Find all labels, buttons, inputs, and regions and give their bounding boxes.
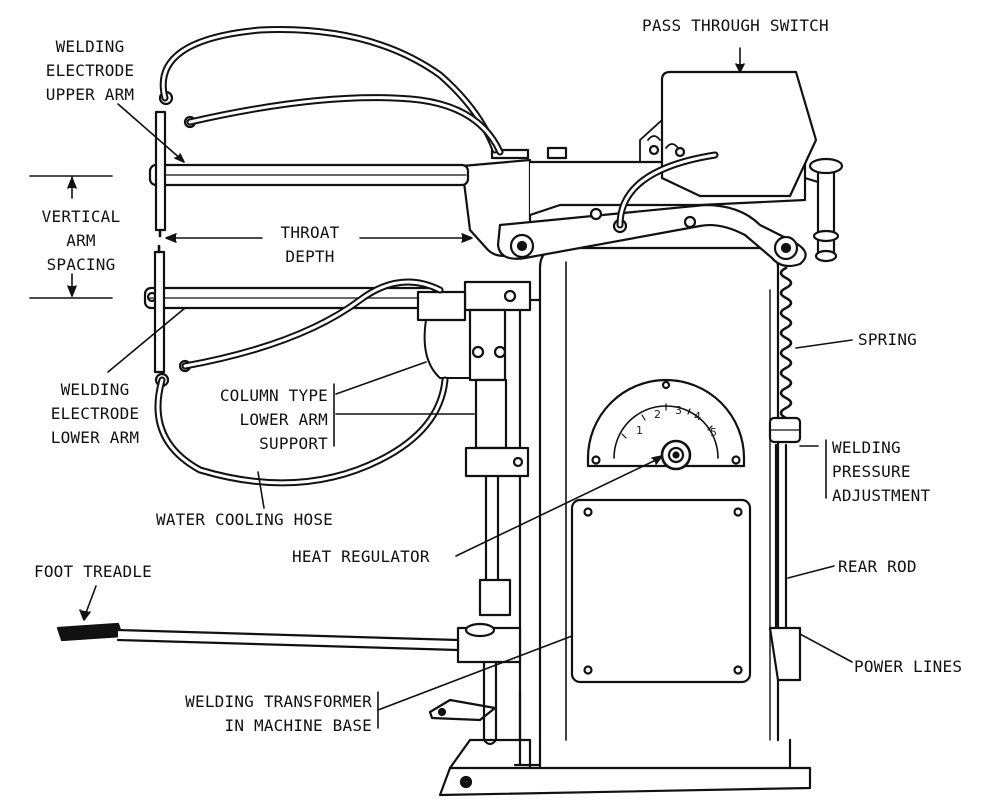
machine-base [428, 688, 812, 797]
dial-mark-3: 3 [675, 404, 682, 417]
label-throat-line1: THROAT [280, 223, 340, 242]
dial-mark-5: 5 [710, 426, 717, 439]
label-rear-rod: REAR ROD [838, 557, 917, 576]
label-column-line2: LOWER ARM [239, 410, 328, 429]
label-water-cooling-hose: WATER COOLING HOSE [156, 510, 333, 529]
label-column-line1: COLUMN TYPE [219, 386, 328, 405]
label-lower-arm: WELDING ELECTRODE LOWER ARM [36, 378, 154, 450]
label-spring: SPRING [858, 330, 917, 349]
label-transformer-line2: IN MACHINE BASE [224, 716, 372, 735]
label-upper-arm-line2: ELECTRODE [45, 61, 135, 80]
pressure-column [803, 157, 844, 263]
spring-coil [779, 266, 793, 420]
lower-arm-clamp [416, 280, 532, 382]
column-lower-arm-support [423, 319, 530, 746]
label-upper-arm-line1: WELDING [55, 37, 125, 56]
label-vertical-line2: ARM [66, 231, 96, 250]
label-pressure-adjustment: WELDING PRESSURE ADJUSTMENT [832, 436, 930, 508]
label-vertical-line1: VERTICAL [41, 207, 121, 226]
label-heat-regulator: HEAT REGULATOR [292, 547, 430, 566]
label-welding-transformer: WELDING TRANSFORMER IN MACHINE BASE [138, 690, 372, 738]
label-transformer-line1: WELDING TRANSFORMER [185, 692, 372, 711]
dial-mark-4: 4 [694, 410, 701, 423]
power-lines-entry [768, 626, 802, 682]
label-throat-depth: THROAT DEPTH [262, 221, 358, 269]
leader-lines [29, 47, 853, 729]
pressure-adjustment-collar [768, 416, 802, 444]
label-pressure-line1: WELDING [832, 438, 901, 457]
label-column-line3: SUPPORT [259, 434, 328, 453]
label-lower-arm-line1: WELDING [60, 380, 130, 399]
dial-mark-2: 2 [654, 408, 661, 421]
transformer-panel [570, 498, 752, 684]
rear-rod [774, 443, 788, 642]
label-foot-treadle: FOOT TREADLE [34, 562, 152, 581]
label-lower-arm-line2: ELECTRODE [50, 404, 140, 423]
label-upper-arm: WELDING ELECTRODE UPPER ARM [36, 35, 144, 107]
pass-through-switch-box [639, 70, 818, 198]
label-vertical-arm-spacing: VERTICAL ARM SPACING [26, 205, 136, 277]
upper-water-hose-2 [186, 94, 504, 156]
label-pass-through-switch: PASS THROUGH SWITCH [642, 16, 829, 35]
foot-treadle [56, 622, 460, 652]
dial-mark-1: 1 [636, 424, 643, 437]
upper-electrode-arm [148, 90, 470, 238]
label-lower-arm-line3: LOWER ARM [50, 428, 140, 447]
label-upper-arm-line3: UPPER ARM [45, 85, 135, 104]
heat-regulator-dial [586, 378, 746, 471]
label-pressure-line2: PRESSURE [832, 462, 911, 481]
label-column-support: COLUMN TYPE LOWER ARM SUPPORT [190, 384, 328, 456]
upper-water-hose-inner [161, 28, 497, 152]
label-throat-line2: DEPTH [285, 247, 335, 266]
label-vertical-line3: SPACING [46, 255, 116, 274]
label-power-lines: POWER LINES [854, 657, 963, 676]
label-pressure-line3: ADJUSTMENT [832, 486, 931, 505]
upper-water-hose [159, 26, 499, 154]
